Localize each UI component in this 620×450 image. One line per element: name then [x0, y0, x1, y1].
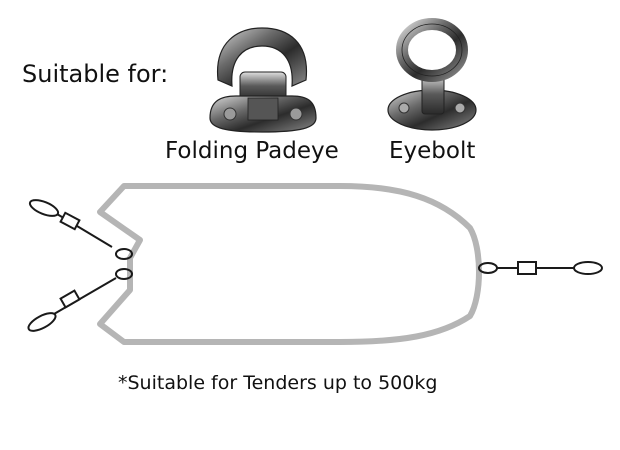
eyebolt-icon	[387, 18, 477, 131]
left-lower-strap	[27, 268, 133, 332]
folding-padeye-icon	[209, 27, 317, 133]
suitable-for-heading: Suitable for:	[22, 60, 169, 88]
eyebolt-caption: Eyebolt	[389, 138, 476, 164]
tender-hull-outline	[97, 183, 482, 345]
left-upper-strap	[28, 199, 133, 260]
folding-padeye-caption: Folding Padeye	[165, 138, 339, 164]
right-strap	[478, 261, 603, 275]
weight-limit-footnote: *Suitable for Tenders up to 500kg	[118, 372, 438, 394]
